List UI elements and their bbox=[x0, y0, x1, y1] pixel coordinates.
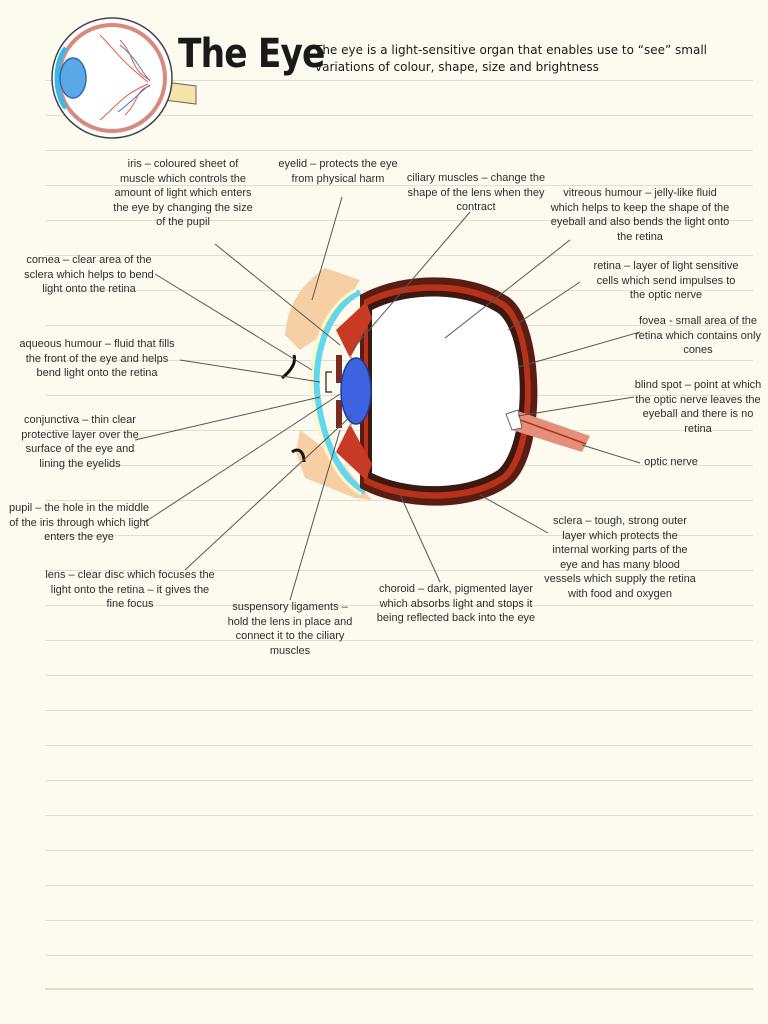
ciliary-muscle bbox=[336, 424, 372, 480]
iris bbox=[336, 400, 342, 428]
label-eyelid: eyelid – protects the eye from physical … bbox=[278, 158, 398, 185]
rule-line bbox=[45, 115, 753, 116]
label-ciliary-muscles: ciliary muscles – change the shape of th… bbox=[406, 172, 546, 213]
rule-line bbox=[45, 255, 753, 256]
rule-line bbox=[45, 675, 753, 676]
lens bbox=[340, 357, 372, 425]
rule-line bbox=[45, 920, 753, 921]
ciliary-muscle bbox=[336, 302, 372, 358]
rule-line bbox=[45, 745, 753, 746]
label-vitreous-humour: vitreous humour – jelly-like fluid which… bbox=[550, 187, 730, 243]
intro-text: The eye is a light-sensitive organ that … bbox=[315, 43, 707, 74]
label-conjunctiva: conjunctiva – thin clear protective laye… bbox=[21, 414, 139, 470]
rule-line bbox=[45, 955, 753, 956]
eye-thumbnail-icon bbox=[51, 17, 197, 139]
eyelid-skin bbox=[285, 268, 360, 350]
rule-line bbox=[45, 885, 753, 886]
rule-line bbox=[45, 710, 753, 711]
rule-line bbox=[45, 80, 753, 81]
label-cornea: cornea – clear area of the sclera which … bbox=[24, 254, 154, 295]
rule-line bbox=[45, 220, 753, 221]
label-blind-spot: blind spot – point at which the optic ne… bbox=[634, 379, 762, 435]
conjunctiva bbox=[310, 288, 362, 496]
label-iris: iris – coloured sheet of muscle which co… bbox=[113, 158, 253, 228]
label-fovea: fovea - small area of the retina which c… bbox=[635, 315, 761, 356]
blind-spot bbox=[505, 409, 523, 431]
rule-line bbox=[45, 640, 753, 641]
label-sclera: sclera – tough, strong outer layer which… bbox=[544, 515, 696, 600]
page-title: The Eye bbox=[178, 31, 325, 77]
label-optic-nerve: optic nerve bbox=[644, 456, 698, 468]
rule-line bbox=[45, 850, 753, 851]
label-aqueous-humour: aqueous humour – fluid that fills the fr… bbox=[19, 338, 175, 379]
optic-nerve-vessel bbox=[514, 417, 587, 445]
vitreous-humour bbox=[372, 296, 520, 487]
rule-line bbox=[45, 570, 753, 571]
iris bbox=[336, 355, 342, 383]
rule-line bbox=[45, 815, 753, 816]
rule-line bbox=[45, 185, 753, 186]
label-retina: retina – layer of light sensitive cells … bbox=[593, 260, 739, 301]
rule-line bbox=[45, 780, 753, 781]
rule-line bbox=[45, 150, 753, 151]
label-choroid: choroid – dark, pigmented layer which ab… bbox=[376, 583, 536, 624]
leader-lines bbox=[134, 196, 641, 601]
rule-line bbox=[45, 535, 753, 536]
label-lens: lens – clear disc which focuses the ligh… bbox=[45, 569, 215, 610]
rule-line bbox=[45, 605, 753, 606]
aqueous-bracket bbox=[325, 371, 332, 393]
label-pupil: pupil – the hole in the middle of the ir… bbox=[8, 502, 150, 543]
cornea bbox=[313, 289, 367, 495]
label-suspensory-ligaments: suspensory ligaments – hold the lens in … bbox=[227, 601, 353, 657]
rule-line bbox=[45, 988, 753, 990]
